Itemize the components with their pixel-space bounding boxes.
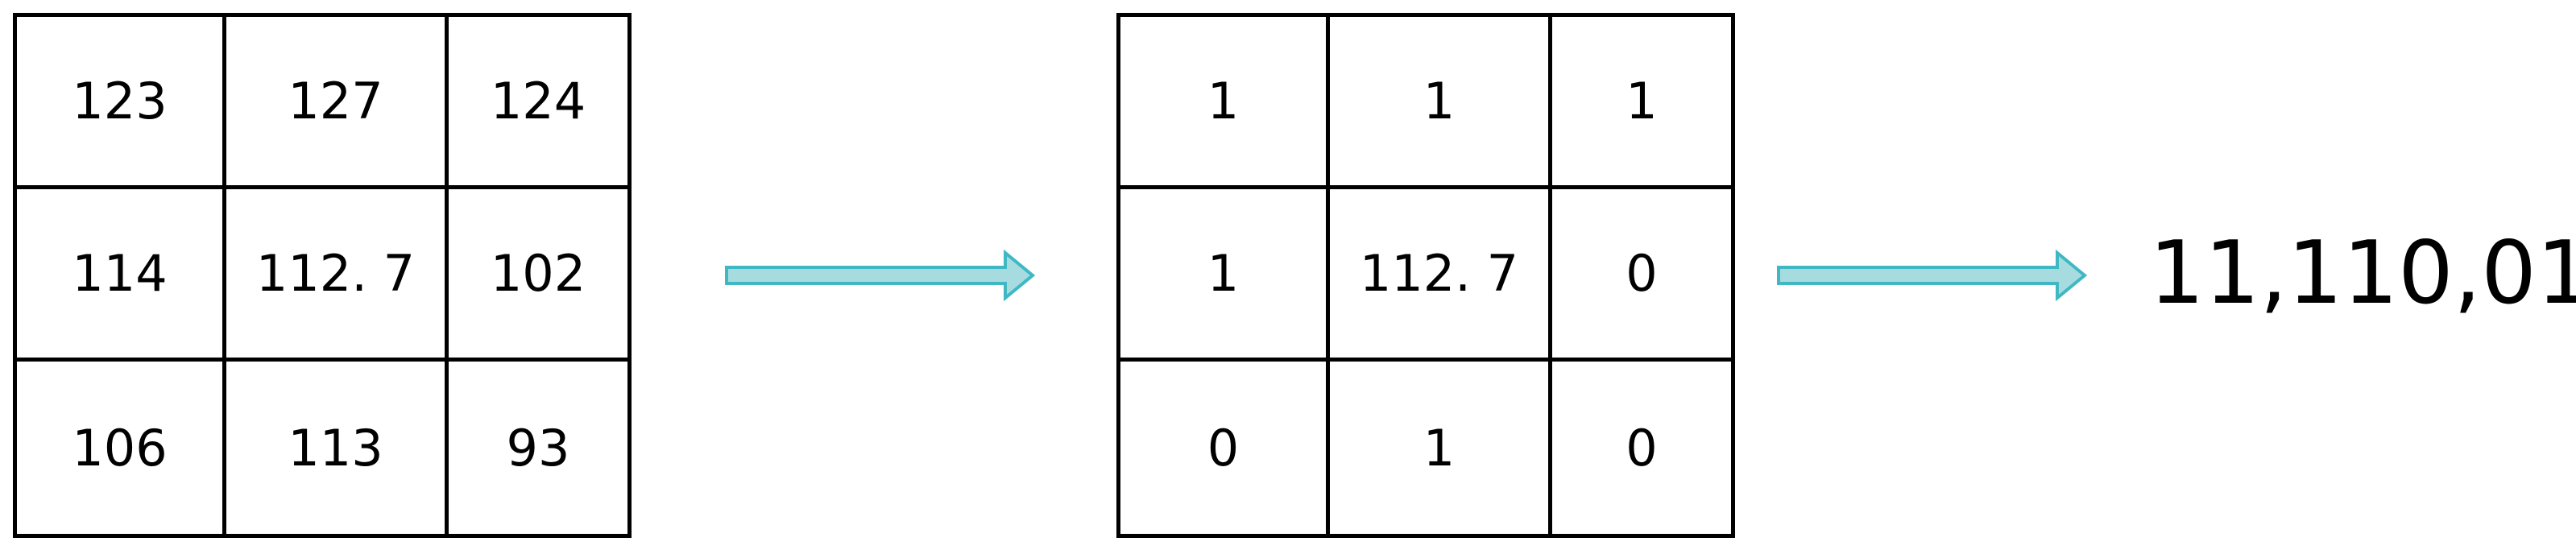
input-pixel-grid: 123 127 124 114 112. 7 102 106 113 93 bbox=[13, 13, 632, 538]
grid-cell: 1 bbox=[1552, 17, 1731, 189]
grid-cell: 1 bbox=[1330, 17, 1552, 189]
grid-cell: 1 bbox=[1120, 189, 1330, 362]
grid-cell: 1 bbox=[1120, 17, 1330, 189]
center-cell: 112. 7 bbox=[226, 189, 449, 362]
binary-code-result: 11,110,010 bbox=[2149, 223, 2576, 324]
center-cell: 112. 7 bbox=[1330, 189, 1552, 362]
grid-cell: 127 bbox=[226, 17, 449, 189]
grid-cell: 113 bbox=[226, 362, 449, 534]
right-arrow-icon bbox=[1777, 250, 2088, 301]
arrow-shape bbox=[1777, 250, 2088, 301]
grid-cell: 102 bbox=[449, 189, 627, 362]
grid-cell: 0 bbox=[1552, 189, 1731, 362]
grid-cell: 123 bbox=[17, 17, 226, 189]
right-arrow-icon bbox=[725, 250, 1036, 301]
arrow-shape bbox=[725, 250, 1036, 301]
grid-cell: 0 bbox=[1626, 418, 1658, 478]
grid-cell: 1 bbox=[1330, 362, 1552, 534]
grid-cell: 106 bbox=[17, 362, 226, 534]
grid-cell: 124 bbox=[449, 17, 627, 189]
binary-threshold-grid: 1 1 1 1 112. 7 0 0 1 0 bbox=[1116, 13, 1735, 538]
grid-cell: 114 bbox=[17, 189, 226, 362]
grid-cell: 0 bbox=[1120, 362, 1330, 534]
grid-cell: 93 bbox=[506, 418, 570, 478]
